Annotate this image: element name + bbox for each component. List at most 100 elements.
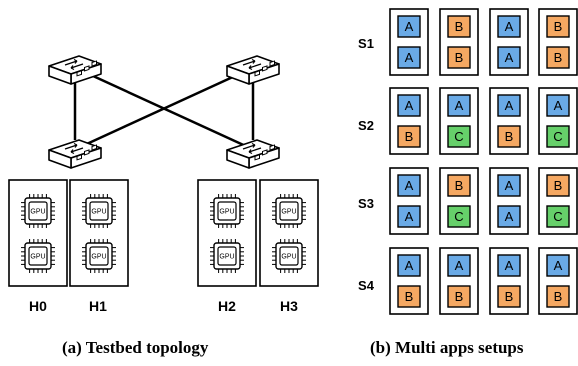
gpu-chip-icon: GPU	[210, 239, 244, 273]
app-box-a: A	[447, 94, 471, 117]
gpu-chip-icon: GPU	[272, 194, 306, 228]
gpu-chip-icon: GPU	[82, 194, 116, 228]
gpu-chip-label: GPU	[219, 209, 234, 216]
app-box-a: A	[497, 94, 521, 117]
link-top-right-bottom-left	[77, 68, 249, 150]
app-box-a: A	[497, 205, 521, 228]
app-box-c: C	[447, 205, 471, 228]
switch-bottom-right-icon	[226, 139, 280, 169]
app-box-c: C	[546, 205, 570, 228]
caption-testbed-topology: (a) Testbed topology	[62, 338, 209, 357]
app-label: B	[455, 178, 464, 193]
row-label-s4: S4	[358, 278, 374, 293]
app-box-a: A	[497, 174, 521, 197]
row-label-s2: S2	[358, 118, 374, 133]
app-box-a: A	[397, 254, 421, 277]
gpu-chip-label: GPU	[91, 209, 106, 216]
app-box-a: A	[397, 205, 421, 228]
app-label: A	[405, 50, 414, 65]
gpu-chip-label: GPU	[281, 209, 296, 216]
app-label: C	[553, 129, 562, 144]
setup-slot: AB	[489, 87, 529, 155]
setup-slot: AC	[439, 87, 479, 155]
setup-slot: BB	[439, 8, 479, 76]
setup-slot: AA	[389, 167, 429, 235]
app-box-b: B	[447, 15, 471, 38]
gpu-chip-icon: GPU	[210, 194, 244, 228]
network-links	[73, 68, 255, 150]
gpu-chip-icon: GPU	[82, 239, 116, 273]
gpu-chip-label: GPU	[30, 254, 45, 261]
app-label: B	[405, 289, 414, 304]
app-box-b: B	[497, 125, 521, 148]
app-label: A	[455, 258, 464, 273]
app-label: B	[455, 50, 464, 65]
setup-slot: AA	[489, 167, 529, 235]
app-label: A	[455, 98, 464, 113]
switch-top-right-icon	[226, 55, 280, 85]
app-box-a: A	[397, 174, 421, 197]
app-box-b: B	[546, 15, 570, 38]
setup-slot: BB	[538, 8, 578, 76]
app-box-a: A	[497, 254, 521, 277]
app-label: B	[505, 129, 514, 144]
switch-bottom-left-icon	[48, 139, 102, 169]
host-label-h0: H0	[29, 298, 47, 314]
app-label: B	[455, 19, 464, 34]
app-label: A	[554, 258, 563, 273]
gpu-chip-label: GPU	[219, 254, 234, 261]
app-box-b: B	[546, 285, 570, 308]
setup-slot: AA	[389, 8, 429, 76]
app-label: B	[455, 289, 464, 304]
switches	[48, 55, 280, 169]
host-label-h1: H1	[89, 298, 107, 314]
app-box-a: A	[397, 15, 421, 38]
setup-slot: AB	[538, 247, 578, 315]
setup-slot: AA	[489, 8, 529, 76]
row-label-s1: S1	[358, 36, 374, 51]
app-label: C	[553, 209, 562, 224]
switch-top-left-icon	[48, 55, 102, 85]
app-label: C	[454, 209, 463, 224]
host-h3: GPU GPU	[259, 179, 319, 287]
app-label: C	[454, 129, 463, 144]
app-label: B	[554, 50, 563, 65]
app-label: A	[505, 209, 514, 224]
app-label: B	[405, 129, 414, 144]
app-label: A	[405, 178, 414, 193]
app-box-b: B	[497, 285, 521, 308]
host-h2: GPU GPU	[197, 179, 257, 287]
app-box-b: B	[397, 125, 421, 148]
app-box-b: B	[447, 46, 471, 69]
app-box-a: A	[447, 254, 471, 277]
app-label: A	[505, 178, 514, 193]
host-label-h3: H3	[280, 298, 298, 314]
app-label: B	[554, 19, 563, 34]
app-label: B	[505, 289, 514, 304]
app-box-c: C	[447, 125, 471, 148]
hosts: GPU GPU GPU GPU GPU GPU GPU GPU	[8, 179, 319, 287]
app-label: A	[405, 209, 414, 224]
gpu-chip-icon: GPU	[272, 239, 306, 273]
gpu-chip-label: GPU	[91, 254, 106, 261]
host-h1: GPU GPU	[69, 179, 129, 287]
host-label-h2: H2	[218, 298, 236, 314]
setup-slot: AB	[489, 247, 529, 315]
app-label: A	[505, 50, 514, 65]
app-box-a: A	[546, 94, 570, 117]
setup-slot: AB	[389, 247, 429, 315]
setup-slot: BC	[439, 167, 479, 235]
gpu-chip-label: GPU	[30, 209, 45, 216]
app-box-a: A	[397, 94, 421, 117]
app-box-a: A	[497, 15, 521, 38]
app-label: A	[405, 98, 414, 113]
app-label: B	[554, 178, 563, 193]
setup-slot: AB	[389, 87, 429, 155]
setup-slot: BC	[538, 167, 578, 235]
app-label: B	[554, 289, 563, 304]
setup-slot: AB	[439, 247, 479, 315]
